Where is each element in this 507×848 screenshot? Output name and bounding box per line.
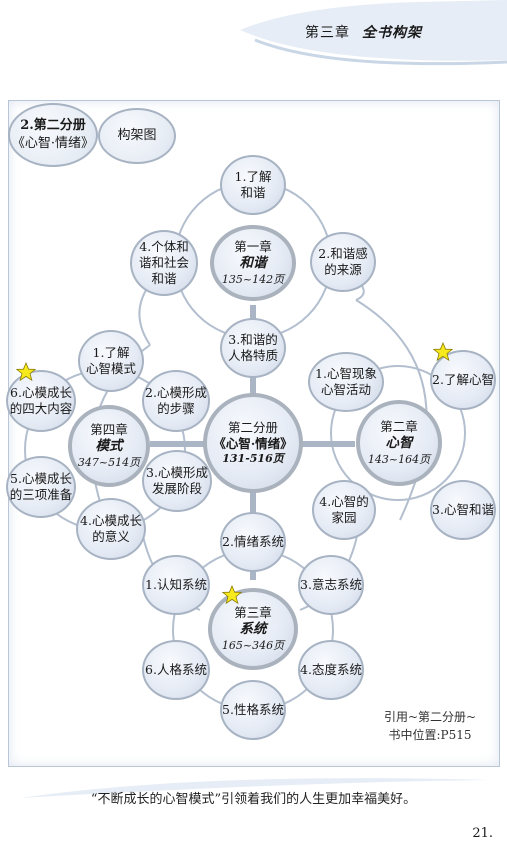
chapter-label: 第三章 (305, 25, 350, 41)
ch3-pages: 165~346页 (221, 638, 285, 652)
footer-swoosh (20, 778, 490, 798)
ch1-item-3-label: 3.和谐的 人格特质 (227, 331, 278, 363)
ch2-prefix: 第二章 (380, 418, 418, 434)
ch3-item-1-label: 1.认知系统 (145, 576, 207, 592)
ch2-pages: 143~164页 (367, 452, 431, 466)
ch3-title: 系统 (239, 621, 267, 638)
ch3-item-6-label: 6.人格系统 (145, 661, 207, 677)
figure-title: 构架图 (117, 128, 157, 144)
ch3-item-1: 1.认知系统 (142, 555, 210, 615)
book-tag-line2: 《心智·情绪》 (11, 136, 95, 151)
ch3-item-2-label: 2.情绪系统 (222, 533, 284, 549)
main-center-line2: 《心智·情绪》 (213, 435, 293, 451)
book-tag: 2.第二分册《心智·情绪》 (8, 103, 98, 167)
ch2-name: 第二章 心智 (368, 419, 430, 453)
ch3-item-6: 6.人格系统 (142, 640, 210, 700)
ch3-item-4-label: 4.态度系统 (300, 661, 362, 677)
ch4-item-6-label: 6.心模成长 的四大内容 (9, 384, 73, 416)
ch2-title: 心智 (385, 435, 413, 452)
ch4-item-3: 3.心模形成 发展阶段 (142, 450, 212, 512)
ch3-item-5-label: 5.性格系统 (222, 701, 284, 717)
ch2-item-2: 2.了解心智 (430, 350, 496, 410)
ch2-item-1-label: 1.心智现象 心智活动 (315, 365, 377, 397)
footer-quote: “不断成长的心智模式”引领着我们的人生更加幸福美好。 (90, 792, 417, 807)
ch4-item-5: 5.心模成长 的三项准备 (6, 456, 76, 518)
ch4-item-2-label: 2.心模形成 的步骤 (145, 384, 207, 416)
book-tag-line1: 2.第二分册 (20, 118, 86, 134)
ch1-item-1: 1.了解 和谐 (220, 155, 286, 215)
ch2-item-4-label: 4.心智的 家园 (319, 493, 369, 525)
ring-chapter2 (330, 365, 466, 501)
citation-line2: 书中位置:P515 (388, 728, 472, 742)
ch1-item-2-label: 2.和谐感 的来源 (318, 245, 368, 277)
ch3-item-5: 5.性格系统 (220, 680, 286, 740)
outer-arc-right (355, 299, 428, 521)
ch2-item-3: 3.心智和谐 (430, 480, 496, 540)
star-icon (433, 342, 453, 362)
ch2-item-1: 1.心智现象 心智活动 (308, 352, 384, 412)
ch4-item-6: 6.心模成长 的四大内容 (6, 370, 76, 432)
ch4-item-5-label: 5.心模成长 的三项准备 (9, 470, 73, 502)
ch3-prefix: 第三章 (234, 604, 272, 620)
ch3-item-3: 3.意志系统 (298, 555, 364, 615)
star-icon (222, 585, 242, 605)
ch4-item-4: 4.心模成长 的意义 (76, 498, 146, 560)
header-swoosh (240, 0, 507, 66)
ch4-pages: 347~514页 (77, 455, 141, 469)
ch1-item-4: 4.个体和 谐和社会 和谐 (130, 230, 198, 296)
page-number: 21. (472, 826, 493, 841)
ch1-item-2: 2.和谐感 的来源 (310, 232, 376, 292)
ch4-name: 第四章 模式 (78, 422, 140, 456)
ch3-name: 第三章 系统 (222, 605, 284, 639)
ch2-item-4: 4.心智的 家园 (312, 480, 376, 540)
ch3-item-3-label: 3.意志系统 (300, 576, 362, 592)
ch4-item-3-label: 3.心模形成 发展阶段 (146, 464, 208, 496)
chapter-title: 全书构架 (362, 25, 422, 41)
citation: 引用~第二分册~ 书中位置:P515 (370, 708, 490, 744)
ch4-title: 模式 (95, 438, 123, 455)
star-icon (16, 362, 36, 382)
ch4-item-1-label: 1.了解 心智模式 (85, 344, 136, 376)
ch2-item-3-label: 3.心智和谐 (432, 501, 494, 517)
ch3-item-2: 2.情绪系统 (220, 512, 286, 572)
ch4-item-2: 2.心模形成 的步骤 (142, 370, 210, 432)
ch3-item-4: 4.态度系统 (298, 640, 364, 700)
main-center-line1: 第二分册 (227, 419, 278, 435)
ch1-pages: 135~142页 (221, 272, 285, 286)
ch1-item-4-label: 4.个体和 谐和社会 和谐 (138, 238, 189, 287)
ch1-name: 第一章 和谐 (222, 239, 284, 273)
chapter-header: 第三章全书构架 (305, 22, 422, 42)
figure-title-tag: 构架图 (98, 108, 176, 164)
ch1-item-3: 3.和谐的 人格特质 (220, 318, 286, 378)
ch1-title: 和谐 (239, 255, 267, 272)
ch4-item-1: 1.了解 心智模式 (78, 330, 144, 392)
main-center: 第二分册《心智·情绪》131-516页 (203, 393, 303, 493)
ch4-prefix: 第四章 (90, 421, 128, 437)
citation-line1: 引用~第二分册~ (383, 710, 477, 724)
ch1-prefix: 第一章 (234, 238, 272, 254)
main-center-line3: 131-516页 (222, 452, 284, 466)
ch2-item-2-label: 2.了解心智 (432, 371, 494, 387)
ch4-item-4-label: 4.心模成长 的意义 (80, 512, 142, 544)
ch1-item-1-label: 1.了解 和谐 (234, 168, 272, 200)
